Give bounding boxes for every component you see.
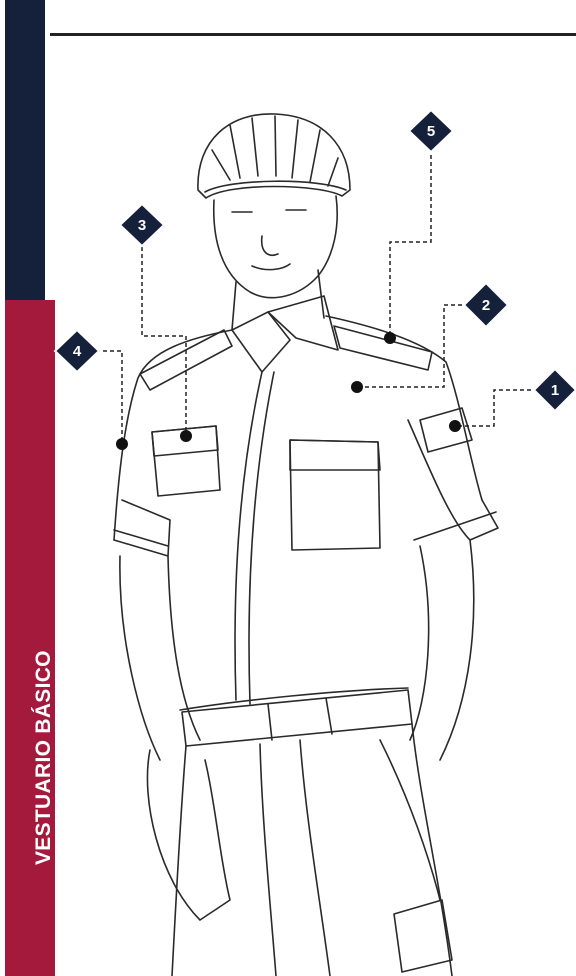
leader-3 [142,240,186,436]
leader-lines [96,148,531,444]
marker-3: 3 [120,204,164,246]
marker-4: 4 [55,330,99,372]
marker-1-label: 1 [551,382,559,399]
marker-5-label: 5 [427,123,435,140]
marker-4-label: 4 [73,343,82,360]
leader-5 [390,148,431,338]
dot-3 [180,430,192,442]
figure-icon [114,114,498,976]
marker-2: 2 [464,283,508,327]
marker-5: 5 [409,110,453,152]
leader-4 [96,351,122,444]
dot-2 [351,381,363,393]
marker-2-label: 2 [482,297,490,314]
marker-1: 1 [534,369,576,411]
dot-5 [384,332,396,344]
crimson-band-corner [5,300,55,345]
marker-3-label: 3 [138,217,146,234]
dot-4 [116,438,128,450]
dot-1 [449,420,461,432]
